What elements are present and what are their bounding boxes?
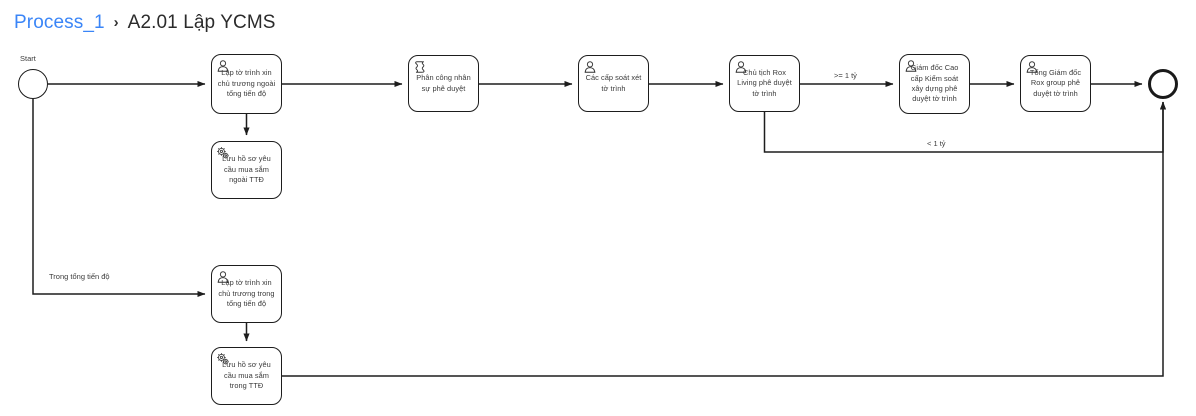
task-label: Phân công nhân sự phê duyệt: [416, 73, 471, 93]
chevron-right-icon: ›: [113, 13, 119, 31]
flow-luu-trong-to-end: [282, 101, 1167, 377]
task-label: Chủ tịch Rox Living phê duyệt tờ trình: [737, 67, 792, 98]
flow-start-to-lap-to-trinh-trong: [32, 99, 206, 298]
user-icon: [734, 60, 748, 74]
task-label: Lưu hồ sơ yêu cầu mua sắm trong TTĐ: [222, 360, 271, 391]
user-icon: [216, 270, 230, 284]
flow-label-lt-1-ty: < 1 tỷ: [925, 139, 948, 148]
flow-label-trong-tong-tien-do: Trong tổng tiến độ: [47, 272, 112, 281]
start-event-label: Start: [20, 54, 36, 63]
task-label: Tổng Giám đốc Rox group phê duyệt tờ trì…: [1029, 67, 1082, 98]
user-icon: [216, 59, 230, 73]
gear-icon: [216, 352, 230, 366]
task-label: Lập tờ trình xin chủ trương trong tổng t…: [218, 278, 275, 309]
task-label: Các cấp soát xét tờ trình: [585, 73, 642, 93]
task-cac-cap-soat-xet[interactable]: Các cấp soát xét tờ trình: [578, 55, 649, 112]
script-icon: [413, 60, 427, 74]
task-luu-ho-so-ngoai-ttd[interactable]: Lưu hồ sơ yêu cầu mua sắm ngoài TTĐ: [211, 141, 282, 199]
task-lap-to-trinh-ngoai-ttd[interactable]: Lập tờ trình xin chủ trương ngoài tổng t…: [211, 54, 282, 114]
task-label: Giám đốc Cao cấp Kiểm soát xây dựng phê …: [910, 63, 959, 104]
breadcrumb: Process_1 › A2.01 Lập YCMS: [14, 8, 276, 38]
gear-icon: [216, 146, 230, 160]
start-event[interactable]: [18, 69, 48, 99]
user-icon: [583, 60, 597, 74]
task-giam-doc-cao-cap[interactable]: Giám đốc Cao cấp Kiểm soát xây dựng phê …: [899, 54, 970, 114]
task-luu-ho-so-trong-ttd[interactable]: Lưu hồ sơ yêu cầu mua sắm trong TTĐ: [211, 347, 282, 405]
task-label: Lưu hồ sơ yêu cầu mua sắm ngoài TTĐ: [222, 154, 271, 185]
user-icon: [904, 59, 918, 73]
end-event[interactable]: [1148, 69, 1178, 99]
flow-label-gte-1-ty: >= 1 tỷ: [832, 71, 859, 80]
task-tong-giam-doc-rox-group[interactable]: Tổng Giám đốc Rox group phê duyệt tờ trì…: [1020, 55, 1091, 112]
task-chu-tich-rox-living[interactable]: Chủ tịch Rox Living phê duyệt tờ trình: [729, 55, 800, 112]
task-lap-to-trinh-trong-ttd[interactable]: Lập tờ trình xin chủ trương trong tổng t…: [211, 265, 282, 323]
user-icon: [1025, 60, 1039, 74]
task-phan-cong-nhan-su[interactable]: Phân công nhân sự phê duyệt: [408, 55, 479, 112]
breadcrumb-current-page: A2.01 Lập YCMS: [127, 12, 276, 33]
breadcrumb-root-link[interactable]: Process_1: [14, 12, 105, 33]
task-label: Lập tờ trình xin chủ trương ngoài tổng t…: [217, 68, 276, 99]
